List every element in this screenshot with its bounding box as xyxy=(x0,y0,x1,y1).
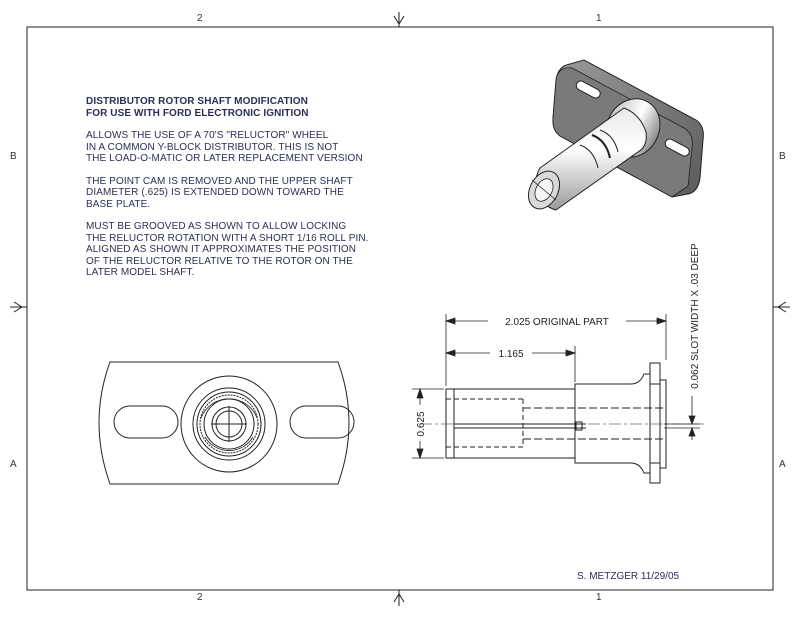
dimension-lines xyxy=(412,314,700,460)
dim-overall-label: 2.025 ORIGINAL PART xyxy=(505,317,609,328)
drawing-notes: DISTRIBUTOR ROTOR SHAFT MODIFICATION FOR… xyxy=(86,96,446,290)
notes-title-line: DISTRIBUTOR ROTOR SHAFT MODIFICATION xyxy=(86,96,308,107)
note-line: OF THE RELUCTOR RELATIVE TO THE ROTOR ON… xyxy=(86,255,353,267)
zone-right-b: B xyxy=(779,151,786,162)
side-view xyxy=(420,362,704,484)
zone-right-a: A xyxy=(779,459,786,470)
dim-diameter-label: 0.625 xyxy=(416,411,427,436)
drawing-border xyxy=(26,26,774,591)
note-line: ALLOWS THE USE OF A 70'S "RELUCTOR" WHEE… xyxy=(86,130,329,141)
center-mark-top xyxy=(393,12,405,27)
notes-paragraph-2: THE POINT CAM IS REMOVED AND THE UPPER S… xyxy=(86,176,446,211)
zone-top-2: 2 xyxy=(197,13,203,24)
notes-paragraph-1: ALLOWS THE USE OF A 70'S "RELUCTOR" WHEE… xyxy=(86,130,446,165)
note-line: IN A COMMON Y-BLOCK DISTRIBUTOR. THIS IS… xyxy=(86,141,339,153)
end-view xyxy=(98,361,355,485)
notes-title: DISTRIBUTOR ROTOR SHAFT MODIFICATION FOR… xyxy=(86,96,446,119)
dim-slot-label: 0.062 SLOT WIDTH X .03 DEEP xyxy=(690,243,701,389)
center-mark-left xyxy=(10,301,27,313)
center-mark-right xyxy=(773,301,790,313)
author-signature: S. METZGER 11/29/05 xyxy=(577,571,680,582)
notes-title-line: FOR USE WITH FORD ELECTRONIC IGNITION xyxy=(86,107,309,119)
dim-partial-label: 1.165 xyxy=(498,349,523,360)
note-line: MUST BE GROOVED AS SHOWN TO ALLOW LOCKIN… xyxy=(86,221,347,232)
notes-paragraph-3: MUST BE GROOVED AS SHOWN TO ALLOW LOCKIN… xyxy=(86,221,446,279)
zone-bottom-1: 1 xyxy=(596,592,602,603)
zone-top-1: 1 xyxy=(596,13,602,24)
note-line: BASE PLATE. xyxy=(86,198,151,210)
zone-bottom-2: 2 xyxy=(197,592,203,603)
note-line: LATER MODEL SHAFT. xyxy=(86,267,195,278)
zone-left-b: B xyxy=(10,151,17,162)
zone-left-a: A xyxy=(10,459,17,470)
note-line: THE POINT CAM IS REMOVED AND THE UPPER S… xyxy=(86,175,353,187)
isometric-view xyxy=(527,59,704,211)
center-mark-bottom xyxy=(393,590,405,606)
note-line: THE RELUCTOR ROTATION WITH A SHORT 1/16 … xyxy=(86,232,369,244)
note-line: DIAMETER (.625) IS EXTENDED DOWN TOWARD … xyxy=(86,187,344,198)
note-line: THE LOAD-O-MATIC OR LATER REPLACEMENT VE… xyxy=(86,153,363,164)
note-line: ALIGNED AS SHOWN IT APPROXIMATES THE POS… xyxy=(86,244,357,255)
